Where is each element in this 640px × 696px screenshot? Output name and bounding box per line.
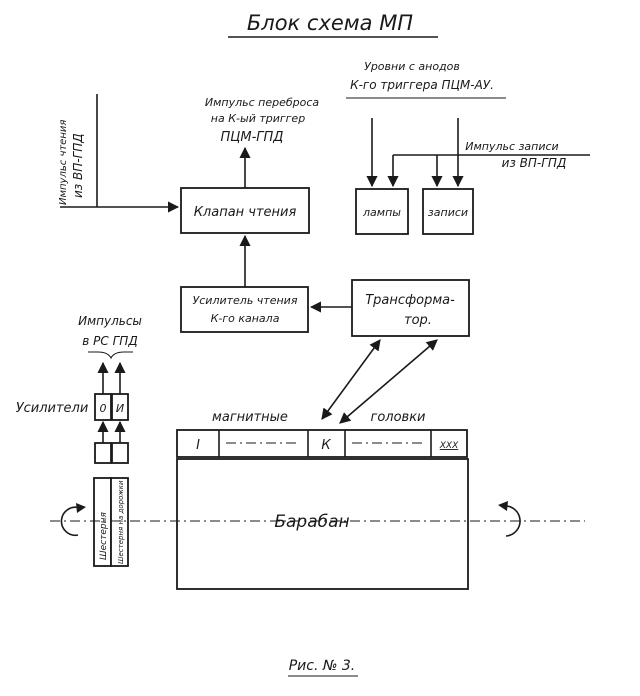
svg-text:Импульс записи: Импульс записи bbox=[465, 140, 558, 153]
figure-caption: Рис. № 3. bbox=[289, 658, 356, 674]
amp-box-0 bbox=[94, 393, 112, 421]
pickup-box-0 bbox=[94, 442, 112, 464]
transformer-head-arrow-1 bbox=[321, 339, 381, 420]
amp-box-1 bbox=[111, 393, 129, 421]
read-input-label: Импульс чтения из ВП-ГПД bbox=[58, 120, 85, 205]
svg-text:в РС ГПД: в РС ГПД bbox=[82, 334, 137, 348]
rotation-right-arrowhead bbox=[498, 501, 508, 511]
pickup-box-1 bbox=[111, 442, 129, 464]
diagram-title: Блок схема МП bbox=[247, 11, 413, 35]
svg-text:Уровни с анодов: Уровни с анодов bbox=[364, 60, 460, 73]
heads-label-left: магнитные bbox=[212, 410, 288, 425]
transformer-block bbox=[351, 279, 470, 337]
rotation-left-icon bbox=[60, 506, 81, 537]
transfer-pulse-label: Импульс переброса на К-ый триггер ПЦМ-ГП… bbox=[205, 96, 320, 145]
amp-label-0: 0 bbox=[100, 402, 107, 415]
read-amplifier-label: Усилитель чтения bbox=[193, 294, 298, 307]
svg-text:на К-ый триггер: на К-ый триггер bbox=[211, 112, 305, 125]
read-valve-label: Клапан чтения bbox=[194, 205, 297, 220]
rotation-left-arrowhead bbox=[76, 503, 86, 513]
rotation-right-icon bbox=[503, 505, 521, 537]
lamps-label: лампы bbox=[362, 206, 401, 219]
read-valve-block bbox=[180, 187, 310, 234]
head-track-first: I bbox=[196, 438, 200, 453]
svg-text:Импульс переброса: Импульс переброса bbox=[205, 96, 320, 109]
gear-strip-label-1: Шестерня на дорожки bbox=[117, 480, 125, 564]
drum-label: Барабан bbox=[274, 512, 349, 532]
svg-text:из ВП-ГПД: из ВП-ГПД bbox=[71, 133, 85, 198]
gear-strip-label-0: Шестерня bbox=[99, 512, 109, 560]
transformer-label-2: тор. bbox=[404, 313, 432, 328]
amp-label-1: И bbox=[116, 402, 124, 415]
write-block bbox=[422, 188, 474, 235]
write-pulse-label: Импульс записи из ВП-ГПД bbox=[465, 140, 566, 170]
drum-block bbox=[176, 458, 469, 590]
transformer-head-arrow-2 bbox=[339, 339, 438, 424]
pulses-brace bbox=[88, 351, 133, 360]
gear-strip-1 bbox=[110, 477, 129, 567]
svg-text:Импульсы: Импульсы bbox=[78, 314, 142, 328]
read-amplifier-label-2: К-го канала bbox=[211, 312, 280, 325]
svg-text:из ВП-ГПД: из ВП-ГПД bbox=[502, 156, 567, 170]
amplifiers-label: Усилители bbox=[16, 401, 89, 416]
svg-text:ПЦМ-ГПД: ПЦМ-ГПД bbox=[221, 130, 284, 145]
svg-text:Импульс чтения: Импульс чтения bbox=[58, 120, 69, 205]
pulses-label: Импульсы в РС ГПД bbox=[78, 314, 142, 348]
heads-label-right: головки bbox=[370, 410, 425, 425]
transformer-label: Трансформа- bbox=[365, 293, 455, 308]
anode-levels-label: Уровни с анодов К-го триггера ПЦМ-АУ. bbox=[350, 60, 494, 92]
lamps-block bbox=[355, 188, 409, 235]
write-label: записи bbox=[428, 206, 468, 219]
head-track-k: К bbox=[321, 438, 331, 453]
svg-text:К-го триггера ПЦМ-АУ.: К-го триггера ПЦМ-АУ. bbox=[350, 78, 494, 92]
head-track-last: XXX bbox=[439, 441, 459, 451]
